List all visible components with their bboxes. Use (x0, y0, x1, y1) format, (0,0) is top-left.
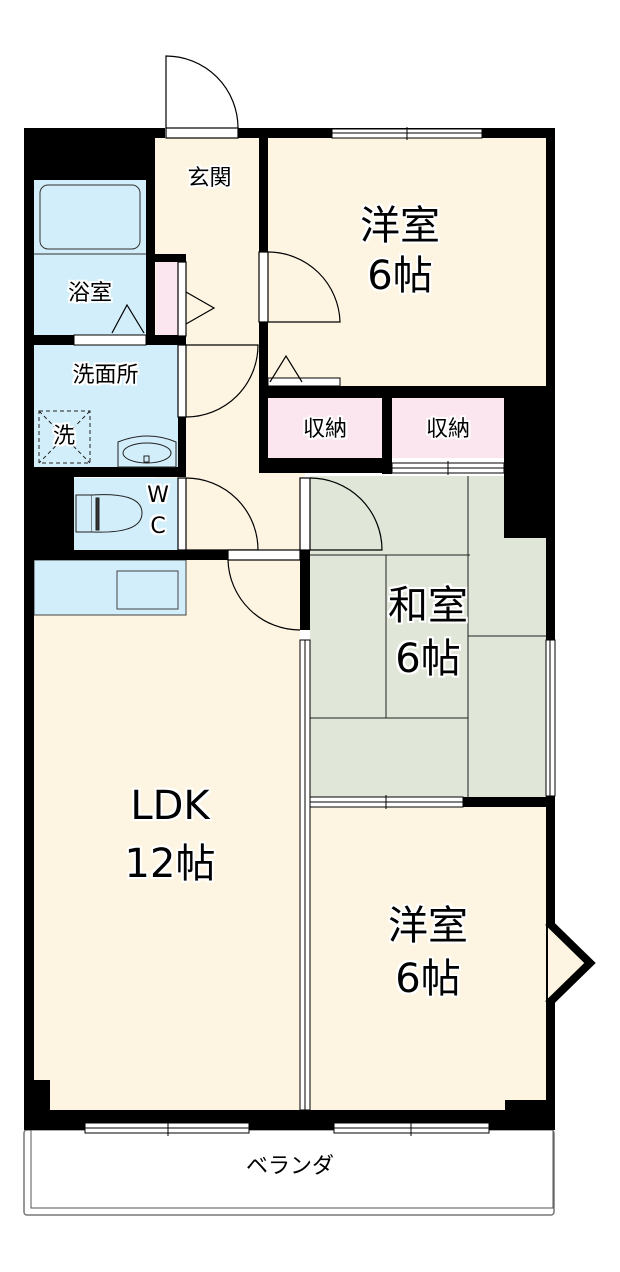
western-south-size: 6帖 (395, 956, 461, 1002)
washroom-label: 洗面所 (72, 363, 139, 388)
western-north-size: 6帖 (367, 253, 433, 299)
bath-label: 浴室 (67, 281, 112, 306)
western-north-floor (268, 138, 546, 386)
washer-label: 洗 (52, 424, 75, 449)
storage-1-floor (268, 398, 382, 458)
ldk-label: LDK (130, 783, 210, 829)
fixtures (38, 410, 177, 533)
balcony-area (23, 1129, 555, 1216)
storage-1-label: 収納 (302, 417, 347, 442)
bathtub (39, 184, 141, 250)
balcony-label: ベランダ (245, 1154, 334, 1179)
storage-2-floor (392, 398, 504, 458)
ldk-floor (34, 560, 300, 1118)
japanese-room-label: 和室 (388, 583, 468, 629)
ldk-size: 12帖 (124, 841, 216, 887)
doors (111, 55, 383, 631)
western-south-floor (310, 806, 546, 1118)
toilet-label-c: C (150, 514, 166, 539)
western-north-label: 洋室 (360, 203, 440, 249)
western-south-label: 洋室 (388, 903, 468, 949)
windows (73, 127, 556, 1136)
bay-window (545, 919, 596, 1007)
japanese-room-size: 6帖 (395, 636, 461, 682)
storage-bath-hall (156, 262, 178, 336)
tatami-lines (310, 476, 546, 797)
entrance-floor (155, 138, 261, 228)
storage-2-label: 収納 (425, 417, 470, 442)
kitchen-counter (33, 559, 187, 616)
entrance-label: 玄関 (187, 166, 232, 191)
toilet-label-w: W (147, 483, 169, 508)
